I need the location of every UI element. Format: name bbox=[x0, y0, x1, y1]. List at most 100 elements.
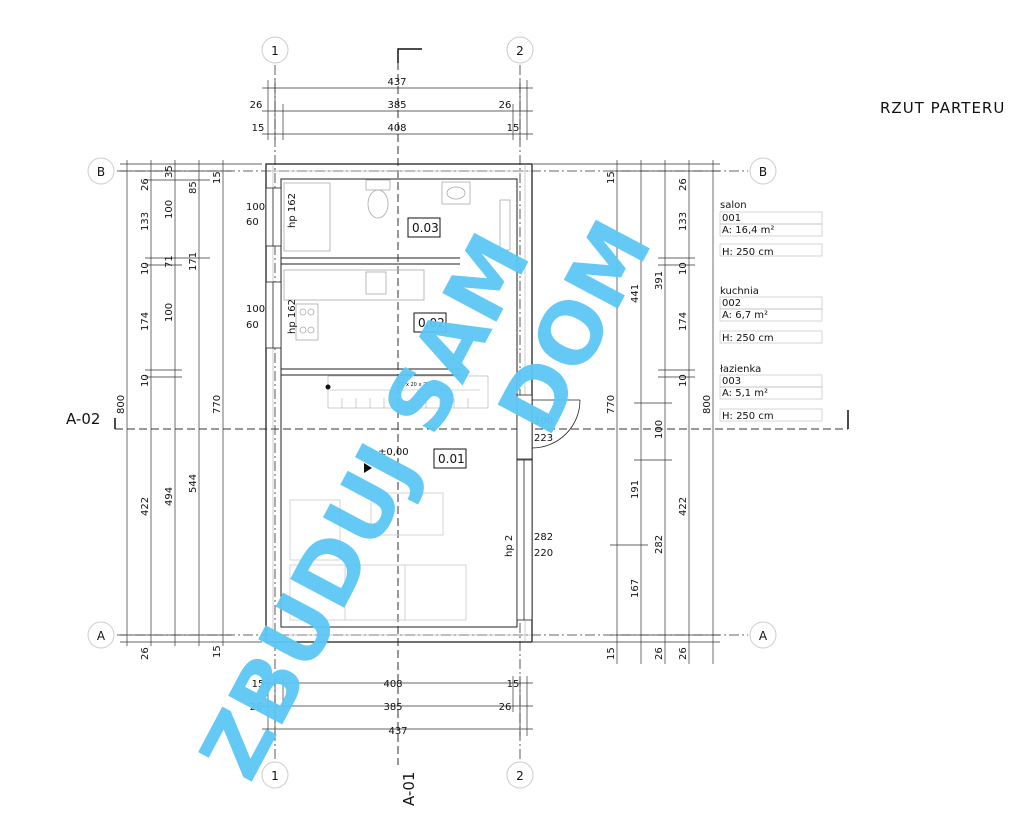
axis-label-b-right: B bbox=[759, 165, 767, 179]
dim-left-35: 35 bbox=[164, 165, 175, 178]
dim-right-422: 422 bbox=[678, 497, 689, 516]
room-1-name: salon bbox=[720, 200, 747, 211]
dim-right-bottom-26b: 26 bbox=[678, 647, 689, 660]
dim-right-800: 800 bbox=[702, 395, 713, 414]
drawing-title: RZUT PARTERU bbox=[880, 99, 1005, 117]
dim-bottom-wall-right: 15 bbox=[507, 679, 520, 690]
dim-right-10a: 10 bbox=[678, 262, 689, 275]
dim-right-100: 100 bbox=[654, 420, 665, 439]
stairs-label: 11 x 20 x 25 bbox=[398, 382, 429, 388]
dim-bottom-inner: 385 bbox=[383, 702, 402, 713]
section-lines bbox=[115, 50, 848, 765]
axis-label-2-bottom: 2 bbox=[516, 769, 524, 783]
dim-left-800: 800 bbox=[116, 395, 127, 414]
axis-label-b-left: B bbox=[97, 165, 105, 179]
dim-bottom-wall-left: 15 bbox=[252, 679, 265, 690]
window-openings bbox=[265, 187, 533, 621]
dim-right-770: 770 bbox=[606, 395, 617, 414]
dim-left-15: 15 bbox=[212, 171, 223, 184]
dim-top-outer: 408 bbox=[387, 123, 406, 134]
staircase bbox=[327, 375, 489, 409]
room-1-height: H: 250 cm bbox=[722, 247, 774, 258]
axis-bubbles bbox=[87, 36, 777, 789]
section-label-a01: A-01 bbox=[400, 772, 418, 806]
dim-right-191: 191 bbox=[630, 480, 641, 499]
bathroom-fixtures bbox=[283, 179, 511, 252]
dim-left-100a: 100 bbox=[164, 200, 175, 219]
room-3-number: 003 bbox=[722, 376, 741, 387]
dim-left-494: 494 bbox=[164, 487, 175, 506]
door-height: 223 bbox=[534, 433, 553, 444]
window-3-sill: hp 2 bbox=[504, 535, 515, 557]
window-1-sill: hp 162 bbox=[287, 193, 298, 228]
axis-label-a-left: A bbox=[97, 629, 106, 643]
dim-left-26: 26 bbox=[140, 178, 151, 191]
window-2-height: 60 bbox=[246, 320, 259, 331]
dim-left-bottom-15: 15 bbox=[212, 645, 223, 658]
room-2-name: kuchnia bbox=[720, 286, 759, 297]
window-1-height: 60 bbox=[246, 217, 259, 228]
room-tag-001: 0.01 bbox=[438, 452, 465, 466]
dim-right-15: 15 bbox=[606, 171, 617, 184]
dim-left-422: 422 bbox=[140, 497, 151, 516]
dim-right-174: 174 bbox=[678, 312, 689, 331]
dim-right-167: 167 bbox=[630, 579, 641, 598]
dim-left-174: 174 bbox=[140, 312, 151, 331]
dim-top-edge-left: 26 bbox=[250, 100, 263, 111]
section-label-a02: A-02 bbox=[66, 410, 100, 428]
window-3-height: 220 bbox=[534, 548, 553, 559]
dim-left-10a: 10 bbox=[140, 262, 151, 275]
dim-top-edge-right: 26 bbox=[499, 100, 512, 111]
dim-bottom-overall: 437 bbox=[388, 726, 407, 737]
room-1-area: A: 16,4 m² bbox=[722, 225, 774, 236]
dim-right-bottom-26a: 26 bbox=[654, 647, 665, 660]
section-markers bbox=[114, 48, 849, 429]
dim-top-inner: 385 bbox=[387, 100, 406, 111]
axis-label-1-top: 1 bbox=[271, 44, 279, 58]
dim-top-wall-right: 15 bbox=[507, 123, 520, 134]
dim-left-bottom-26: 26 bbox=[140, 647, 151, 660]
stairs-start-dot bbox=[325, 384, 331, 390]
room-list: salon 001 A: 16,4 m² H: 250 cm kuchnia 0… bbox=[720, 200, 774, 422]
dim-right-282: 282 bbox=[654, 535, 665, 554]
dim-left-544: 544 bbox=[188, 474, 199, 493]
dim-left-71: 71 bbox=[164, 255, 175, 268]
floor-level: ±0,00 bbox=[378, 447, 409, 458]
dim-lines-top bbox=[262, 80, 533, 736]
watermark-line-1: ZBUDUJ SAM bbox=[181, 218, 550, 794]
dim-left-10b: 10 bbox=[140, 374, 151, 387]
room-3-area: A: 5,1 m² bbox=[722, 388, 768, 399]
dim-left-133: 133 bbox=[140, 212, 151, 231]
dim-right-133: 133 bbox=[678, 212, 689, 231]
room-list-boxes bbox=[719, 211, 823, 422]
dim-top-wall-left: 15 bbox=[252, 123, 265, 134]
level-marker-icon bbox=[364, 463, 372, 473]
kitchen-fixtures bbox=[283, 269, 425, 341]
dim-lines-right bbox=[533, 160, 720, 664]
axis-label-2-top: 2 bbox=[516, 44, 524, 58]
room-3-height: H: 250 cm bbox=[722, 411, 774, 422]
window-2-sill: hp 162 bbox=[287, 299, 298, 334]
room-2-area: A: 6,7 m² bbox=[722, 310, 768, 321]
room-3-name: łazienka bbox=[720, 364, 761, 375]
dim-lines-left bbox=[120, 160, 262, 646]
room-tag-003: 0.03 bbox=[412, 221, 439, 235]
dim-left-770: 770 bbox=[212, 395, 223, 414]
living-room-furniture bbox=[289, 492, 467, 621]
window-2-width: 100 bbox=[246, 304, 265, 315]
dim-bottom-outer: 408 bbox=[383, 679, 402, 690]
dim-left-100b: 100 bbox=[164, 303, 175, 322]
dim-right-10b: 10 bbox=[678, 374, 689, 387]
axis-label-a-right: A bbox=[759, 629, 768, 643]
dim-right-26: 26 bbox=[678, 178, 689, 191]
dim-bottom-edge-right: 26 bbox=[499, 702, 512, 713]
dim-top-overall: 437 bbox=[387, 77, 406, 88]
entrance-door bbox=[516, 394, 581, 460]
window-3-width: 282 bbox=[534, 532, 553, 543]
door-width: 100 bbox=[534, 416, 553, 427]
window-1-width: 100 bbox=[246, 202, 265, 213]
dim-left-85: 85 bbox=[188, 181, 199, 194]
room-2-height: H: 250 cm bbox=[722, 333, 774, 344]
dim-right-441: 441 bbox=[630, 284, 641, 303]
